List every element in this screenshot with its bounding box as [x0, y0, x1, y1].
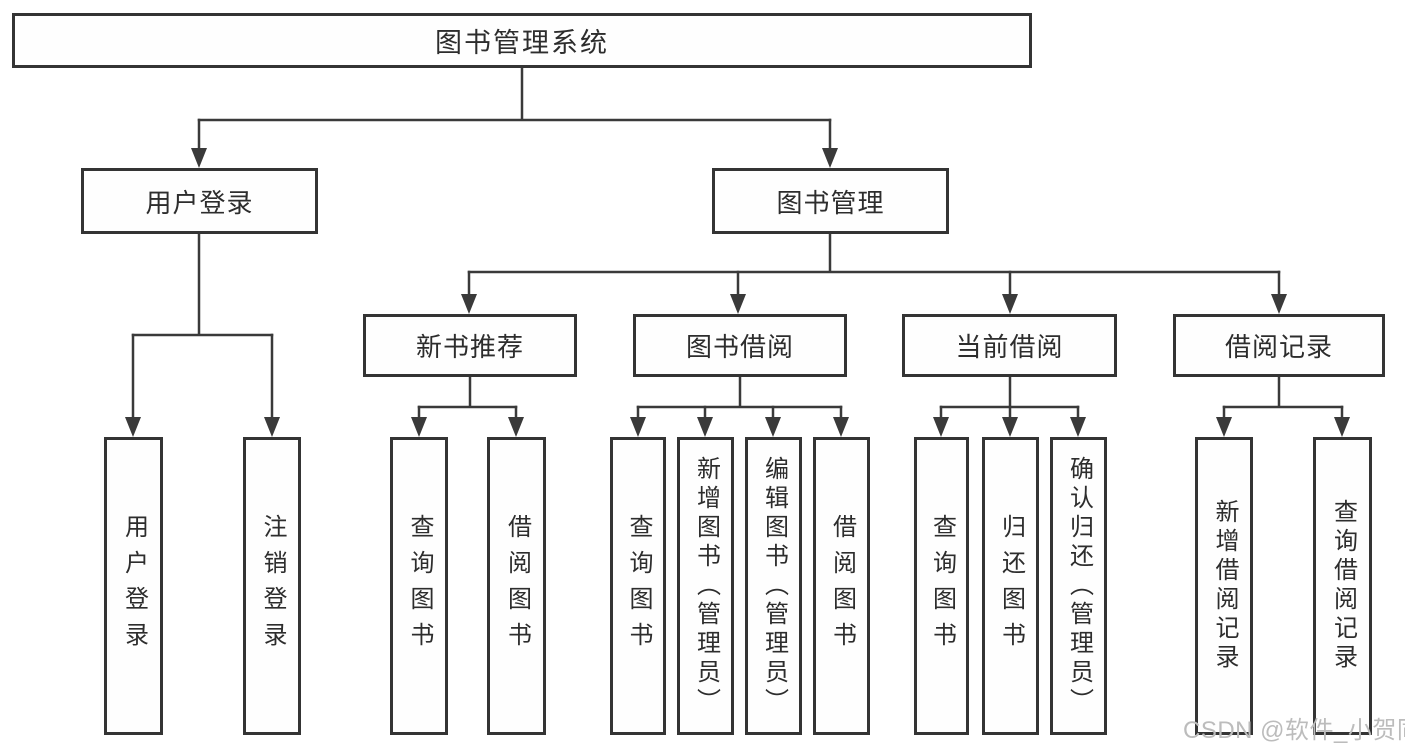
node-root: 图书管理系统	[12, 13, 1032, 68]
node-section-label: 图书借阅	[685, 332, 794, 362]
node-leaf-label: 新增借阅记录	[1211, 499, 1238, 673]
node-leaf-return-books: 归还图书	[982, 437, 1039, 735]
node-leaf-query-borrow-record: 查询借阅记录	[1313, 437, 1372, 735]
node-leaf-logout: 注销登录	[243, 437, 301, 735]
node-leaf-add-book-admin: 新增图书（管理员）	[677, 437, 734, 735]
node-section-current-borrow: 当前借阅	[902, 314, 1117, 377]
node-leaf-label: 用户登录	[120, 514, 148, 658]
node-leaf-add-borrow-record: 新增借阅记录	[1195, 437, 1253, 735]
node-root-label: 图书管理系统	[435, 28, 609, 58]
csdn-watermark: CSDN @软件_小贺同学	[1183, 717, 1405, 744]
node-leaf-confirm-return-admin: 确认归还（管理员）	[1050, 437, 1107, 735]
node-section-label: 当前借阅	[955, 332, 1064, 362]
node-leaf-label: 确认归还（管理员）	[1065, 455, 1093, 717]
node-leaf-borrow-books-2: 借阅图书	[813, 437, 870, 735]
node-leaf-label: 新增图书（管理员）	[692, 455, 720, 717]
node-leaf-label: 借阅图书	[503, 514, 531, 658]
node-section-borrow-records: 借阅记录	[1173, 314, 1385, 377]
node-section-label: 新书推荐	[415, 332, 524, 362]
node-leaf-label: 借阅图书	[828, 514, 856, 658]
node-user-login-label: 用户登录	[145, 187, 254, 218]
node-leaf-label: 归还图书	[997, 514, 1025, 658]
node-leaf-label: 查询图书	[406, 514, 433, 658]
node-section-new-book-recommend: 新书推荐	[363, 314, 577, 377]
node-leaf-label: 注销登录	[259, 514, 286, 658]
node-leaf-query-books-1: 查询图书	[390, 437, 448, 735]
node-leaf-user-login: 用户登录	[104, 437, 163, 735]
node-leaf-edit-book-admin: 编辑图书（管理员）	[745, 437, 802, 735]
node-book-mgmt-label: 图书管理	[776, 187, 885, 218]
node-section-label: 借阅记录	[1224, 332, 1333, 362]
node-leaf-label: 查询图书	[625, 514, 652, 658]
node-leaf-query-books-3: 查询图书	[914, 437, 969, 735]
node-section-book-borrow: 图书借阅	[633, 314, 847, 377]
node-user-login: 用户登录	[81, 168, 318, 234]
node-leaf-query-books-2: 查询图书	[610, 437, 666, 735]
node-leaf-label: 查询图书	[928, 514, 956, 658]
node-book-mgmt: 图书管理	[712, 168, 949, 234]
node-leaf-borrow-books-1: 借阅图书	[487, 437, 546, 735]
node-leaf-label: 编辑图书（管理员）	[760, 455, 788, 717]
node-leaf-label: 查询借阅记录	[1329, 499, 1357, 673]
